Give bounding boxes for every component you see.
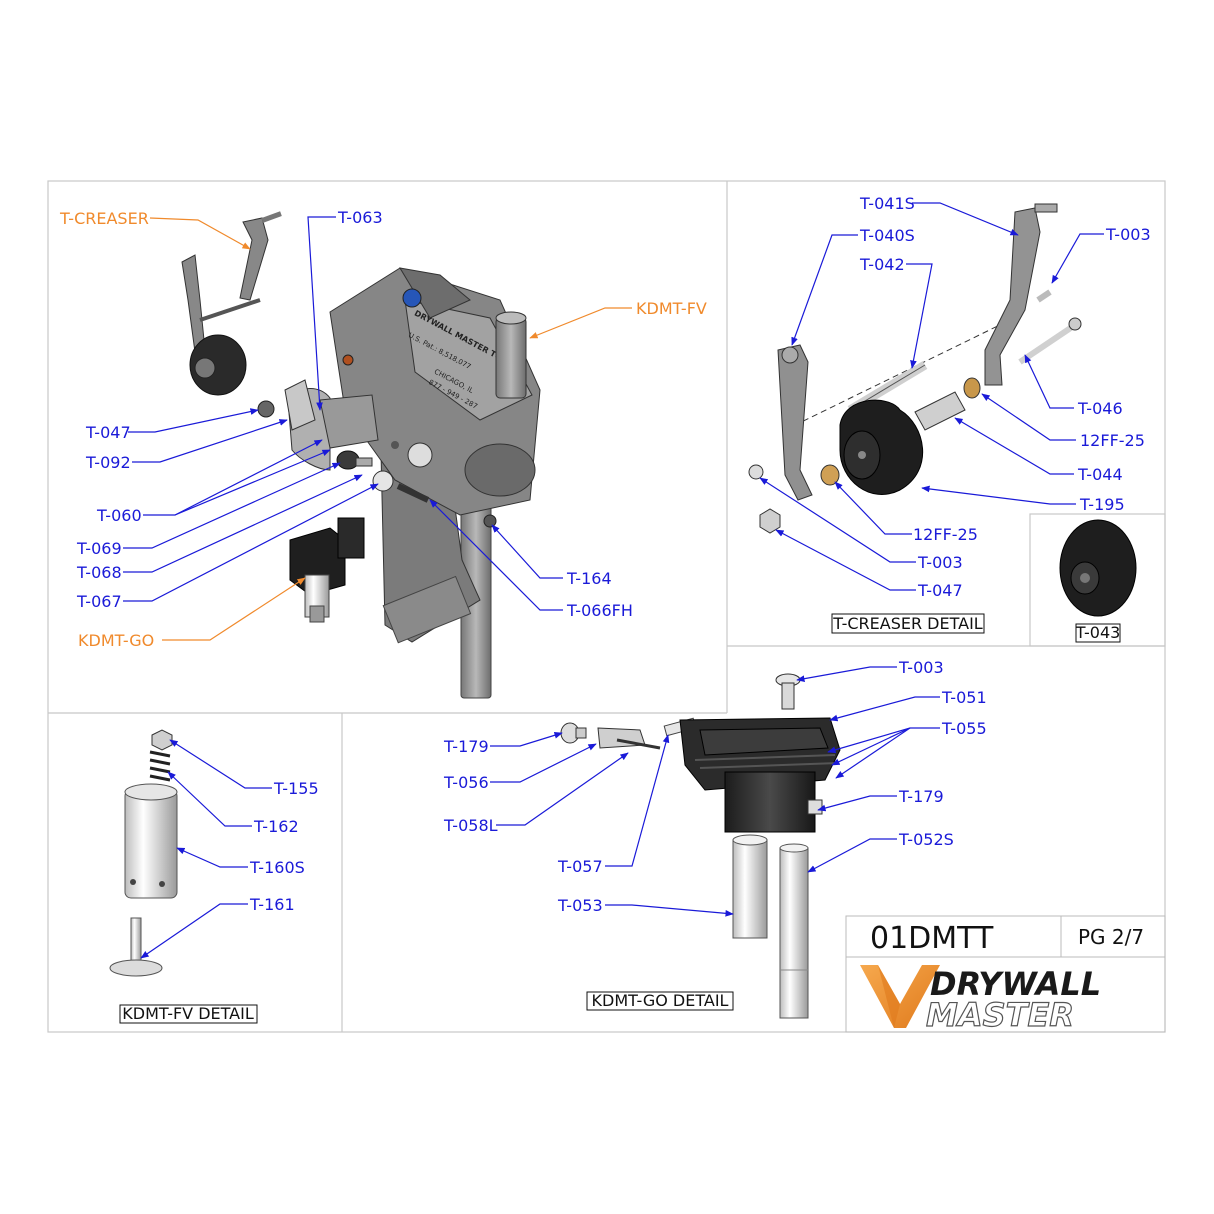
label-t161: T-161 (249, 895, 295, 914)
label-t044: T-044 (1077, 465, 1123, 484)
caption-kdmt-go-detail: KDMT-GO DETAIL (592, 991, 729, 1010)
label-t164: T-164 (566, 569, 612, 588)
label-12ff25-upper: 12FF-25 (1080, 431, 1145, 450)
label-t067: T-067 (76, 592, 122, 611)
caption-t-creaser-detail: T-CREASER DETAIL (832, 614, 983, 633)
spring-t162 (149, 750, 171, 782)
label-t-creaser: T-CREASER (59, 209, 149, 228)
label-t060: T-060 (96, 506, 142, 525)
kdmt-go-assembly (289, 517, 365, 623)
label-12ff25-lower: 12FF-25 (913, 525, 978, 544)
label-t047: T-047 (85, 423, 131, 442)
part-number: 01DMTT (870, 921, 994, 956)
label-t051: T-051 (941, 688, 987, 707)
label-t053: T-053 (557, 896, 603, 915)
drywall-master-logo: DRYWALL MASTER (860, 965, 1101, 1035)
label-t155: T-155 (273, 779, 319, 798)
creaser-wheel (189, 334, 247, 396)
label-t057: T-057 (557, 857, 603, 876)
go-detail-view (560, 673, 841, 1019)
label-kdmt-go: KDMT-GO (78, 631, 154, 650)
caption-kdmt-fv-detail: KDMT-FV DETAIL (122, 1004, 254, 1023)
caption-t043: T-043 (1075, 623, 1121, 642)
label-t003-upper: T-003 (1105, 225, 1151, 244)
label-t068: T-068 (76, 563, 122, 582)
label-t003-go: T-003 (898, 658, 944, 677)
nut-t047 (257, 400, 275, 418)
sheet-frames (47, 180, 1166, 1033)
nut-t155 (151, 729, 173, 751)
detail-captions: T-CREASER DETAIL T-043 KDMT-FV DETAIL KD… (119, 613, 1121, 1024)
label-t195: T-195 (1079, 495, 1125, 514)
label-kdmt-fv: KDMT-FV (636, 299, 707, 318)
label-t063: T-063 (337, 208, 383, 227)
label-t046: T-046 (1077, 399, 1123, 418)
nut-t047-detail (759, 508, 781, 534)
label-t179-right: T-179 (898, 787, 944, 806)
label-t160s: T-160S (249, 858, 305, 877)
label-t003-lower: T-003 (917, 553, 963, 572)
label-t040s: T-040S (859, 226, 915, 245)
washer-t067 (372, 470, 394, 492)
logo-word-drywall: DRYWALL (930, 965, 1101, 1003)
label-t042: T-042 (859, 255, 905, 274)
label-t058l: T-058L (443, 816, 498, 835)
washer-12ff25-lower (820, 464, 840, 486)
main-assembly-view: DRYWALL MASTER TOOLS U.S. Pat.: 8,518,07… (181, 211, 541, 699)
label-t055: T-055 (941, 719, 987, 738)
label-t041s: T-041S (859, 194, 915, 213)
pin-t003-upper (1036, 289, 1052, 303)
bolt-t046 (1018, 322, 1077, 365)
t043-detail-view (1059, 519, 1137, 617)
logo-word-master: MASTER (926, 996, 1074, 1034)
valve-stem-t161 (130, 917, 142, 967)
label-t047-detail: T-047 (917, 581, 963, 600)
page-number: PG 2/7 (1078, 925, 1144, 949)
label-t162: T-162 (253, 817, 299, 836)
title-block: 01DMTT PG 2/7 DRYWALL MASTER (860, 921, 1144, 1035)
tube-t053 (732, 839, 768, 939)
creaser-detail-view (748, 203, 1082, 534)
tube-t052s (779, 847, 809, 1019)
callout-labels: T-CREASER KDMT-FV KDMT-GO T-063 T-047 T-… (59, 194, 1151, 915)
washer-12ff25-upper (963, 377, 981, 399)
kdmt-fv-cylinder (495, 317, 527, 399)
label-t052s: T-052S (898, 830, 954, 849)
label-t092: T-092 (85, 453, 131, 472)
leader-lines (123, 202, 1104, 959)
label-t069: T-069 (76, 539, 122, 558)
screw-t066fh (396, 483, 430, 503)
label-t066fh: T-066FH (566, 601, 633, 620)
creaser-assembly (181, 211, 282, 396)
label-t056: T-056 (443, 773, 489, 792)
fv-detail-view (109, 729, 178, 977)
pin-t003-lower (748, 464, 764, 480)
label-t179-left: T-179 (443, 737, 489, 756)
